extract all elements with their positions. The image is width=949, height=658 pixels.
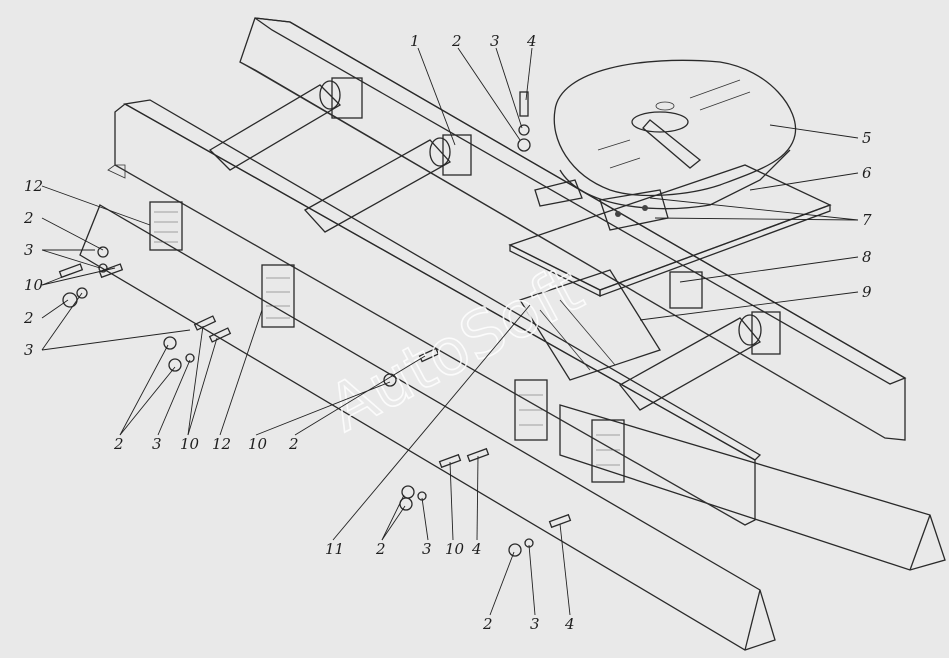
watermark-text: AutoSoft [317,252,594,446]
callout-3-bottom-c: 3 [422,540,432,558]
callout-2-left-a: 2 [23,209,34,227]
callout-3-top: 3 [490,32,500,50]
cross-member-1 [208,77,363,171]
callout-11: 11 [325,540,344,558]
gusset-plate-4 [591,419,625,483]
callout-2-bottom-b: 2 [288,435,299,453]
callout-4-bottom-d: 4 [564,615,575,633]
callout-3-bottom-d: 3 [530,615,540,633]
gusset-plate-3 [514,379,548,441]
callout-labels: 1 2 3 4 5 6 7 8 9 12 2 3 10 2 3 2 3 10 1… [23,32,872,633]
cross-member-3 [619,271,781,411]
callout-8: 8 [862,248,872,266]
gusset-plate-1 [149,201,183,251]
far-frame-rail [239,17,907,441]
fifth-wheel-coupling [553,59,797,210]
mounting-plate [508,164,832,298]
callout-2-bottom-d: 2 [482,615,493,633]
cross-member-2 [303,134,472,233]
callout-4-bottom-c: 4 [471,540,482,558]
callout-10-left: 10 [24,276,44,294]
callout-2-top: 2 [451,32,462,50]
callout-2-bottom-c: 2 [375,540,386,558]
callout-2-bottom-a: 2 [113,435,124,453]
callout-4-top: 4 [526,32,537,50]
callout-9: 9 [862,283,872,301]
callout-10-bottom-b: 10 [248,435,268,453]
gusset-plate-2 [261,264,295,328]
callout-2-left-b: 2 [23,309,34,327]
callout-10-bottom-a: 10 [180,435,200,453]
saddle-brackets [534,179,669,231]
callout-12-bottom: 12 [212,435,231,453]
callout-12-left: 12 [24,177,43,195]
callout-1: 1 [410,32,420,50]
callout-3-bottom-a: 3 [152,435,162,453]
callout-6: 6 [862,164,872,182]
spacer-plate [519,269,661,381]
callout-3-left-a: 3 [24,241,34,259]
callout-5: 5 [862,129,872,147]
callout-7: 7 [862,211,872,229]
callout-10-bottom-c: 10 [445,540,465,558]
callout-3-left-b: 3 [24,341,34,359]
lower-frame-rail [79,204,946,651]
near-frame-rail [107,99,762,526]
leader-lines [41,47,859,616]
